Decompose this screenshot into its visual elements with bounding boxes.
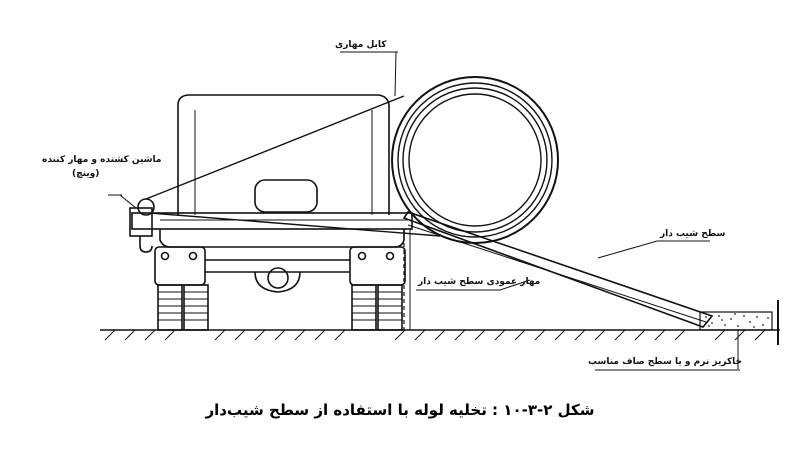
ramp — [402, 211, 714, 328]
pipe-ring-2 — [397, 82, 553, 238]
label-winch-line2: (وینچ) — [72, 169, 100, 179]
rear-window — [254, 179, 318, 213]
wheel-left — [157, 284, 209, 331]
pipe-outer — [391, 76, 559, 244]
differential — [254, 271, 301, 293]
anchor-cable-bottom — [149, 212, 441, 237]
label-vertical-anchor: مهار عمودی سطح شیب دار — [418, 277, 541, 287]
chassis-right-block — [349, 246, 406, 286]
truck-cab — [177, 94, 390, 215]
soft-soil-bed — [699, 311, 773, 331]
figure-caption: شکل ۲-۳-۱۰ : تخلیه لوله با استفاده از سط… — [205, 401, 595, 419]
label-anchor-cable: کابل مهاری — [335, 40, 387, 50]
wheel-right — [351, 284, 403, 331]
winch-hook — [139, 236, 153, 253]
pipe-ring-3 — [402, 87, 548, 233]
soil-stipple — [705, 313, 769, 328]
bed-bracket — [159, 229, 405, 248]
pipe-inner — [408, 93, 542, 227]
ground-hatching — [104, 329, 766, 341]
label-winch-line1: ماشین کشنده و مهار کننده — [42, 155, 162, 165]
label-inclined-surface: سطح شیب دار — [660, 229, 726, 239]
leader-lines — [108, 51, 740, 371]
label-soft-soil: خاکریز نرم و یا سطح صاف مناسب — [588, 357, 743, 367]
winch-body — [129, 207, 153, 237]
anchor-cable-top — [145, 95, 405, 200]
